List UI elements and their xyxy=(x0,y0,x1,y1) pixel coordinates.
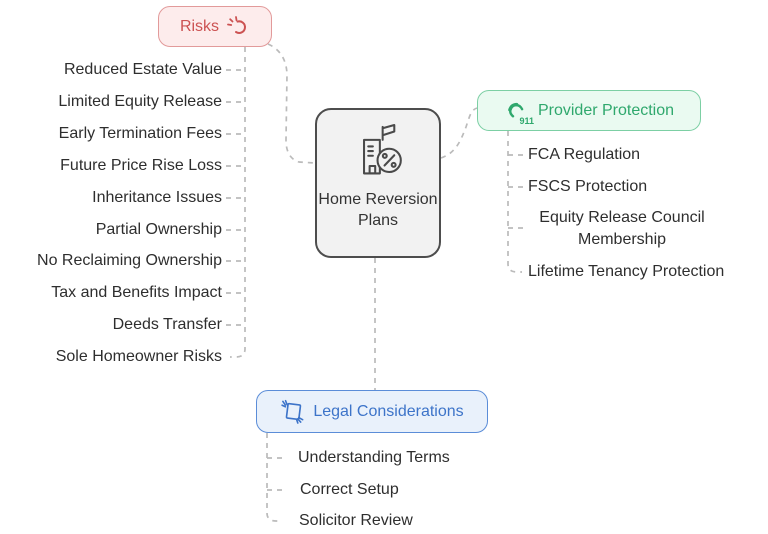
connector-legal-ticks xyxy=(267,457,285,491)
connector-provider-spine xyxy=(507,131,522,273)
building-percent-icon xyxy=(351,123,405,186)
risk-item-limited-equity-release: Limited Equity Release xyxy=(58,93,222,110)
risk-item-partial-ownership: Partial Ownership xyxy=(95,221,222,238)
contract-hands-icon xyxy=(280,399,305,424)
risk-item-early-termination-fees: Early Termination Fees xyxy=(58,125,222,142)
provider-item-equity-release-council-membership: Equity Release Council Membership xyxy=(539,209,705,248)
provider-protection-label: Provider Protection xyxy=(537,101,675,119)
provider-protection-node: 911 Provider Protection xyxy=(477,90,701,131)
risk-item-tax-and-benefits-impact: Tax and Benefits Impact xyxy=(51,284,222,301)
connector-provider-ticks xyxy=(508,154,523,229)
accident-icon xyxy=(227,16,250,37)
legal-item-correct-setup: Correct Setup xyxy=(300,481,399,498)
risk-item-deeds-transfer: Deeds Transfer xyxy=(112,316,222,333)
connector-center-to-provider xyxy=(440,107,478,159)
risk-item-reduced-estate-value: Reduced Estate Value xyxy=(63,61,222,78)
provider-item-fscs-protection: FSCS Protection xyxy=(528,178,648,195)
legal-item-solicitor-review: Solicitor Review xyxy=(299,512,413,529)
provider-item-lifetime-tenancy-protection: Lifetime Tenancy Protection xyxy=(528,263,725,280)
risks-label: Risks xyxy=(179,17,220,35)
connector-risks-to-center xyxy=(267,43,316,164)
emergency-phone-icon: 911 xyxy=(504,98,534,126)
provider-item-fca-regulation: FCA Regulation xyxy=(528,146,641,163)
risk-item-inheritance-issues: Inheritance Issues xyxy=(92,189,222,206)
central-node-home-reversion-plans: Home Reversion Plans xyxy=(315,108,441,258)
risk-item-no-reclaiming-ownership: No Reclaiming Ownership xyxy=(37,252,222,269)
legal-considerations-label: Legal Considerations xyxy=(313,402,464,420)
connector-risks-ticks xyxy=(226,69,245,326)
risk-item-sole-homeowner-risks: Sole Homeowner Risks xyxy=(55,348,222,365)
legal-considerations-node: Legal Considerations xyxy=(256,390,488,433)
legal-item-understanding-terms: Understanding Terms xyxy=(298,449,450,466)
emergency-911-badge: 911 xyxy=(519,115,534,126)
risk-item-future-price-rise-loss: Future Price Rise Loss xyxy=(60,157,222,174)
central-title: Home Reversion Plans xyxy=(318,191,438,229)
connector-risks-spine xyxy=(230,47,246,358)
risks-node: Risks xyxy=(158,6,272,47)
connector-legal-spine xyxy=(266,433,282,522)
